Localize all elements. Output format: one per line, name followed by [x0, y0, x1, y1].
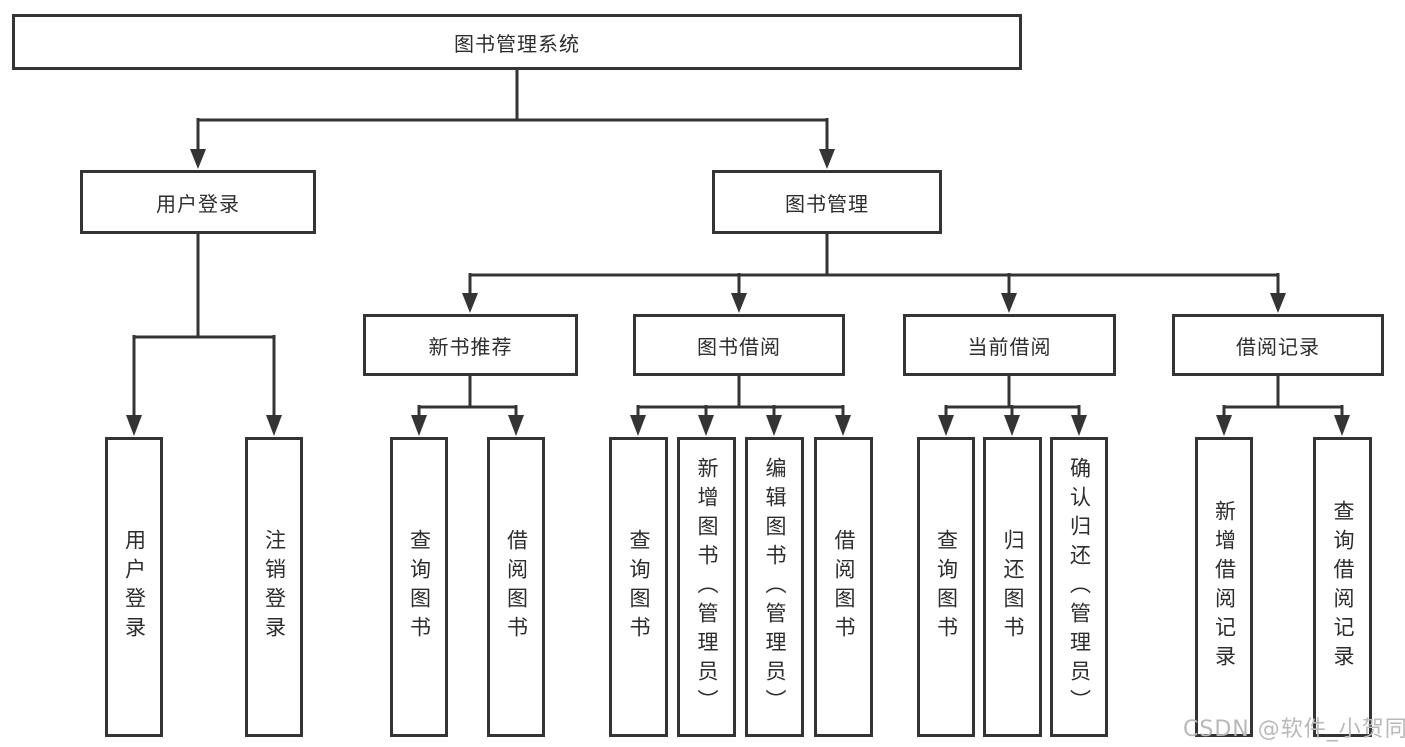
watermark: CSDN @软件_小贺同学 — [1183, 717, 1405, 742]
node-book-borrow-label: 图书借阅 — [697, 334, 781, 359]
leaf-add-book-admin: 新增图书（管理员） — [677, 437, 736, 737]
node-current-borrow: 当前借阅 — [903, 314, 1116, 376]
leaf-current-search-books-label: 查询图书 — [934, 529, 959, 645]
leaf-search-borrow-record-label: 查询借阅记录 — [1331, 500, 1355, 674]
node-root-label: 图书管理系统 — [454, 31, 580, 56]
leaf-confirm-return-admin-label: 确认归还（管理员） — [1067, 456, 1092, 718]
leaf-confirm-return-admin: 确认归还（管理员） — [1050, 437, 1108, 737]
leaf-return-book: 归还图书 — [983, 437, 1042, 737]
leaf-recommend-search-books: 查询图书 — [390, 437, 448, 737]
leaf-recommend-search-books-label: 查询图书 — [407, 529, 432, 645]
leaf-edit-book-admin: 编辑图书（管理员） — [745, 437, 804, 737]
leaf-user-login-label: 用户登录 — [122, 529, 147, 645]
leaf-search-borrow-record: 查询借阅记录 — [1313, 437, 1372, 737]
node-borrow-records: 借阅记录 — [1172, 314, 1384, 376]
node-root: 图书管理系统 — [12, 14, 1022, 70]
node-book-borrow: 图书借阅 — [633, 314, 845, 376]
leaf-borrow-book-label: 借阅图书 — [832, 529, 856, 645]
leaf-user-login: 用户登录 — [105, 437, 163, 737]
node-user-login: 用户登录 — [80, 170, 316, 234]
node-book-management: 图书管理 — [712, 170, 942, 234]
leaf-recommend-borrow-books: 借阅图书 — [487, 437, 545, 737]
node-new-book-recommend-label: 新书推荐 — [428, 334, 513, 359]
node-user-login-label: 用户登录 — [156, 191, 240, 216]
leaf-borrow-book: 借阅图书 — [814, 437, 873, 737]
leaf-borrow-search-books: 查询图书 — [609, 437, 668, 737]
node-borrow-records-label: 借阅记录 — [1236, 334, 1320, 359]
node-book-management-label: 图书管理 — [785, 191, 869, 216]
leaf-current-search-books: 查询图书 — [917, 437, 975, 737]
leaf-add-borrow-record-label: 新增借阅记录 — [1212, 500, 1237, 674]
leaf-logout: 注销登录 — [245, 437, 303, 737]
leaf-return-book-label: 归还图书 — [1001, 529, 1025, 645]
leaf-logout-label: 注销登录 — [262, 529, 287, 645]
leaf-recommend-borrow-books-label: 借阅图书 — [504, 529, 529, 645]
node-new-book-recommend: 新书推荐 — [363, 314, 578, 376]
leaf-add-book-admin-label: 新增图书（管理员） — [695, 456, 719, 718]
leaf-borrow-search-books-label: 查询图书 — [627, 529, 651, 645]
node-current-borrow-label: 当前借阅 — [967, 334, 1052, 359]
leaf-edit-book-admin-label: 编辑图书（管理员） — [763, 456, 787, 718]
leaf-add-borrow-record: 新增借阅记录 — [1195, 437, 1253, 737]
